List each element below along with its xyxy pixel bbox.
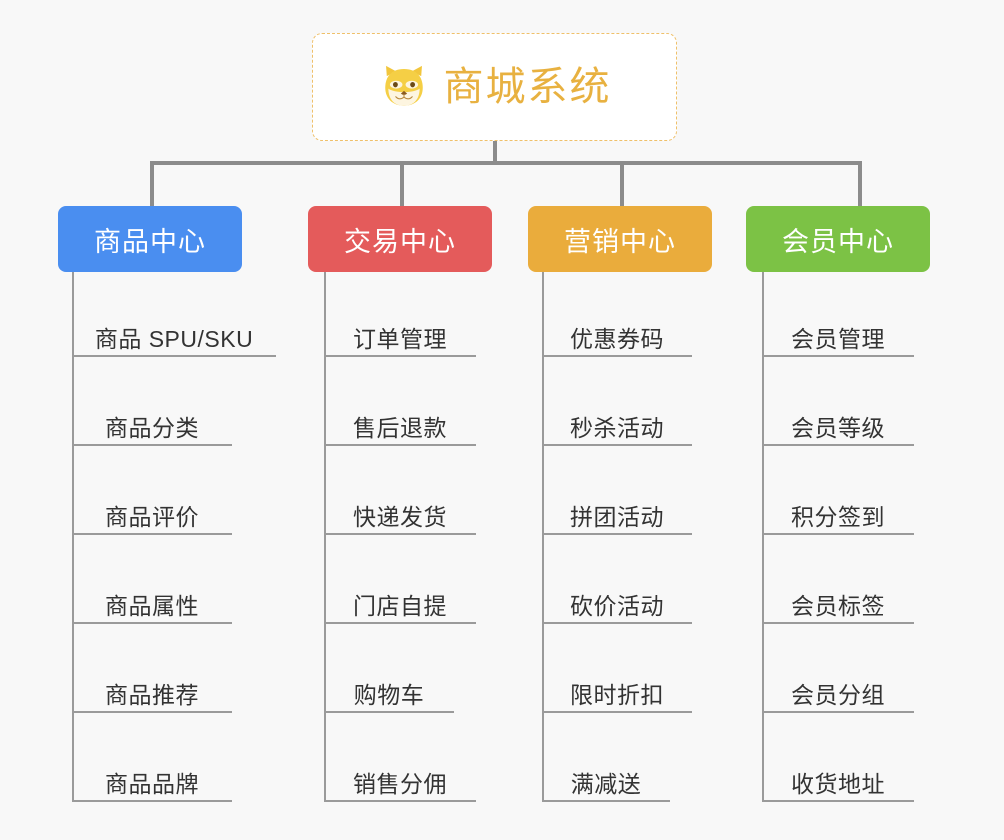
connector-drop-1 [150,161,154,207]
leaf-item-label: 会员管理 [791,325,885,352]
leaf-item[interactable]: 销售分佣 [324,748,476,802]
leaf-item-label: 积分签到 [791,503,885,530]
column-spine-marketing [542,272,544,802]
leaf-item[interactable]: 购物车 [324,659,454,713]
connector-root-trunk [493,141,497,165]
leaf-item-label: 砍价活动 [570,592,664,619]
category-header-label: 会员中心 [782,226,894,257]
leaf-item[interactable]: 商品属性 [72,570,232,624]
leaf-item[interactable]: 会员等级 [762,392,914,446]
leaf-item-label: 门店自提 [353,592,447,619]
leaf-item[interactable]: 满减送 [542,748,670,802]
leaf-item-label: 满减送 [570,770,642,797]
column-spine-trade [324,272,326,802]
leaf-item-label: 限时折扣 [570,681,664,708]
leaf-item[interactable]: 会员管理 [762,303,914,357]
leaf-item[interactable]: 售后退款 [324,392,476,446]
leaf-item[interactable]: 订单管理 [324,303,476,357]
connector-drop-3 [620,161,624,207]
root-title: 商城系统 [443,65,612,109]
leaf-item-label: 优惠券码 [570,325,664,352]
leaf-item-label: 会员等级 [791,414,885,441]
connector-drop-4 [858,161,862,207]
leaf-item[interactable]: 商品 SPU/SKU [72,303,276,357]
leaf-item[interactable]: 快递发货 [324,481,476,535]
leaf-item-label: 快递发货 [353,503,447,530]
leaf-item[interactable]: 优惠券码 [542,303,692,357]
category-header-label: 商品中心 [94,226,206,257]
leaf-item-label: 订单管理 [353,325,447,352]
leaf-item-label: 收货地址 [791,770,885,797]
leaf-item[interactable]: 收货地址 [762,748,914,802]
leaf-item-label: 会员标签 [791,592,885,619]
leaf-item[interactable]: 会员标签 [762,570,914,624]
leaf-item[interactable]: 秒杀活动 [542,392,692,446]
shiba-dog-face-icon [384,65,423,106]
leaf-item[interactable]: 商品品牌 [72,748,232,802]
leaf-item-label: 会员分组 [791,681,885,708]
leaf-item[interactable]: 商品评价 [72,481,232,535]
leaf-item-label: 销售分佣 [353,770,447,797]
leaf-item[interactable]: 会员分组 [762,659,914,713]
category-header-label: 交易中心 [344,226,456,257]
leaf-item-label: 商品分类 [105,414,199,441]
leaf-item-label: 商品评价 [105,503,199,530]
leaf-item[interactable]: 门店自提 [324,570,476,624]
category-header-marketing[interactable]: 营销中心 [528,206,712,272]
leaf-item[interactable]: 拼团活动 [542,481,692,535]
leaf-item[interactable]: 商品分类 [72,392,232,446]
leaf-item-label: 商品推荐 [105,681,199,708]
leaf-item-label: 商品品牌 [105,770,199,797]
category-header-trade[interactable]: 交易中心 [308,206,492,272]
leaf-item[interactable]: 积分签到 [762,481,914,535]
leaf-item[interactable]: 商品推荐 [72,659,232,713]
leaf-item-label: 商品属性 [105,592,199,619]
category-header-member[interactable]: 会员中心 [746,206,930,272]
category-header-label: 营销中心 [564,226,676,257]
column-spine-member [762,272,764,802]
leaf-item[interactable]: 限时折扣 [542,659,692,713]
category-header-product[interactable]: 商品中心 [58,206,242,272]
column-spine-product [72,272,74,802]
connector-horizontal-bus [150,161,862,165]
leaf-item[interactable]: 砍价活动 [542,570,692,624]
leaf-item-label: 售后退款 [353,414,447,441]
connector-drop-2 [400,161,404,207]
leaf-item-label: 商品 SPU/SKU [94,325,254,352]
root-node-shopping-mall-system[interactable]: 商城系统 [312,33,677,141]
leaf-item-label: 购物车 [353,681,425,708]
leaf-item-label: 拼团活动 [570,503,664,530]
leaf-item-label: 秒杀活动 [570,414,664,441]
